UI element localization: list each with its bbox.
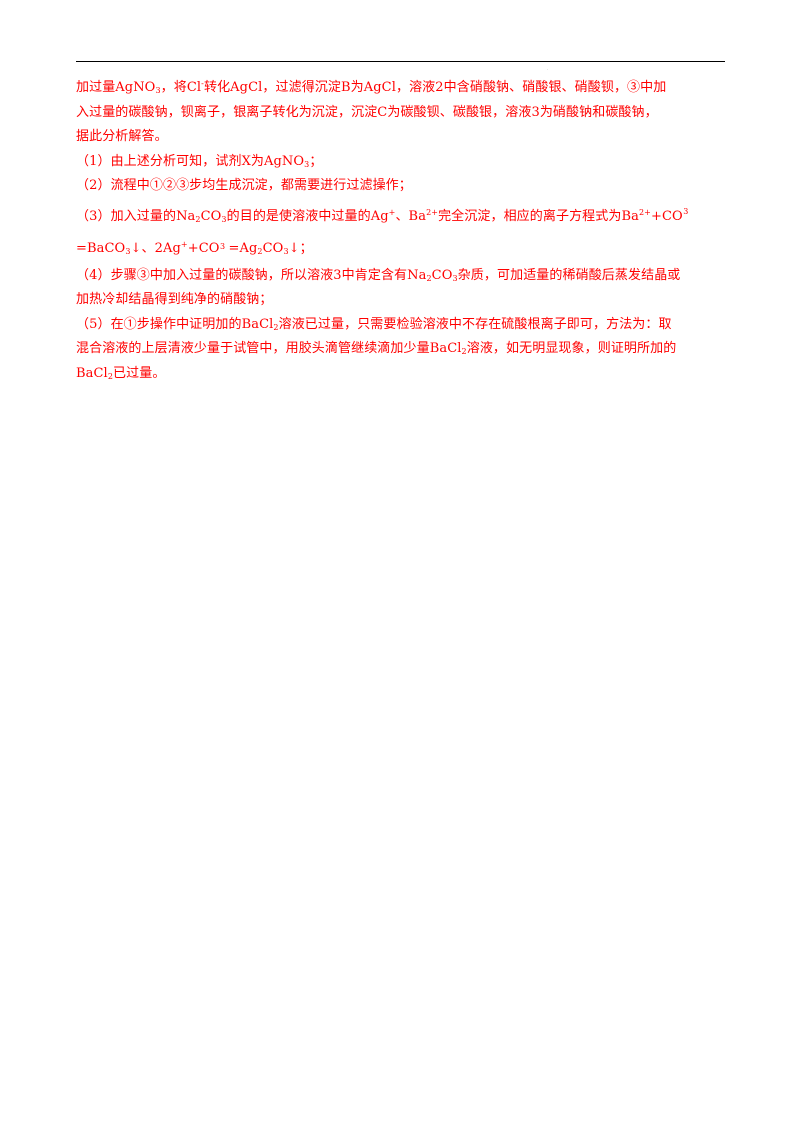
answer-4-line-2: 加热冷却结晶得到纯净的硝酸钠； <box>76 292 273 307</box>
answer-4-line-1: （4）步骤③中加入过量的碳酸钠，所以溶液3中肯定含有Na2CO3杂质，可加适量的… <box>76 267 681 283</box>
answer-3-line-1: （3）加入过量的Na2CO3的目的是使溶液中过量的Ag+、Ba2+完全沉淀，相应… <box>76 199 725 234</box>
analysis-line-1: 加过量AgNO3，将Cl-转化AgCl，过滤得沉淀B为AgCl，溶液2中含硝酸钠… <box>76 79 667 96</box>
answer-5-line-1: （5）在①步操作中证明加的BaCl2溶液已过量，只需要检验溶液中不存在硫酸根离子… <box>76 316 672 332</box>
solution-text: 加过量AgNO3，将Cl-转化AgCl，过滤得沉淀B为AgCl，溶液2中含硝酸钠… <box>76 76 725 386</box>
header-rule <box>76 61 725 62</box>
carbonate-ion-charge: 2−3 <box>220 241 226 251</box>
analysis-line-2: 入过量的碳酸钠，钡离子，银离子转化为沉淀，沉淀C为碳酸钡、碳酸银，溶液3为硝酸钠… <box>76 104 658 120</box>
analysis-line-3: 据此分析解答。 <box>76 129 168 144</box>
answer-1: （1）由上述分析可知，试剂X为AgNO3； <box>76 153 323 169</box>
carbonate-ion-charge: 2−3 <box>683 206 689 216</box>
answer-2: （2）流程中①②③步均生成沉淀，都需要进行过滤操作； <box>76 178 412 193</box>
header-dot: . <box>547 66 549 71</box>
answer-3-line-2: =BaCO3↓、2Ag++CO2−3=Ag2CO3↓； <box>76 234 725 264</box>
answer-5-line-2: 混合溶液的上层清液少量于试管中，用胶头滴管继续滴加少量BaCl2溶液，如无明显现… <box>76 341 677 356</box>
answer-5-line-3: BaCl2已过量。 <box>76 365 166 381</box>
